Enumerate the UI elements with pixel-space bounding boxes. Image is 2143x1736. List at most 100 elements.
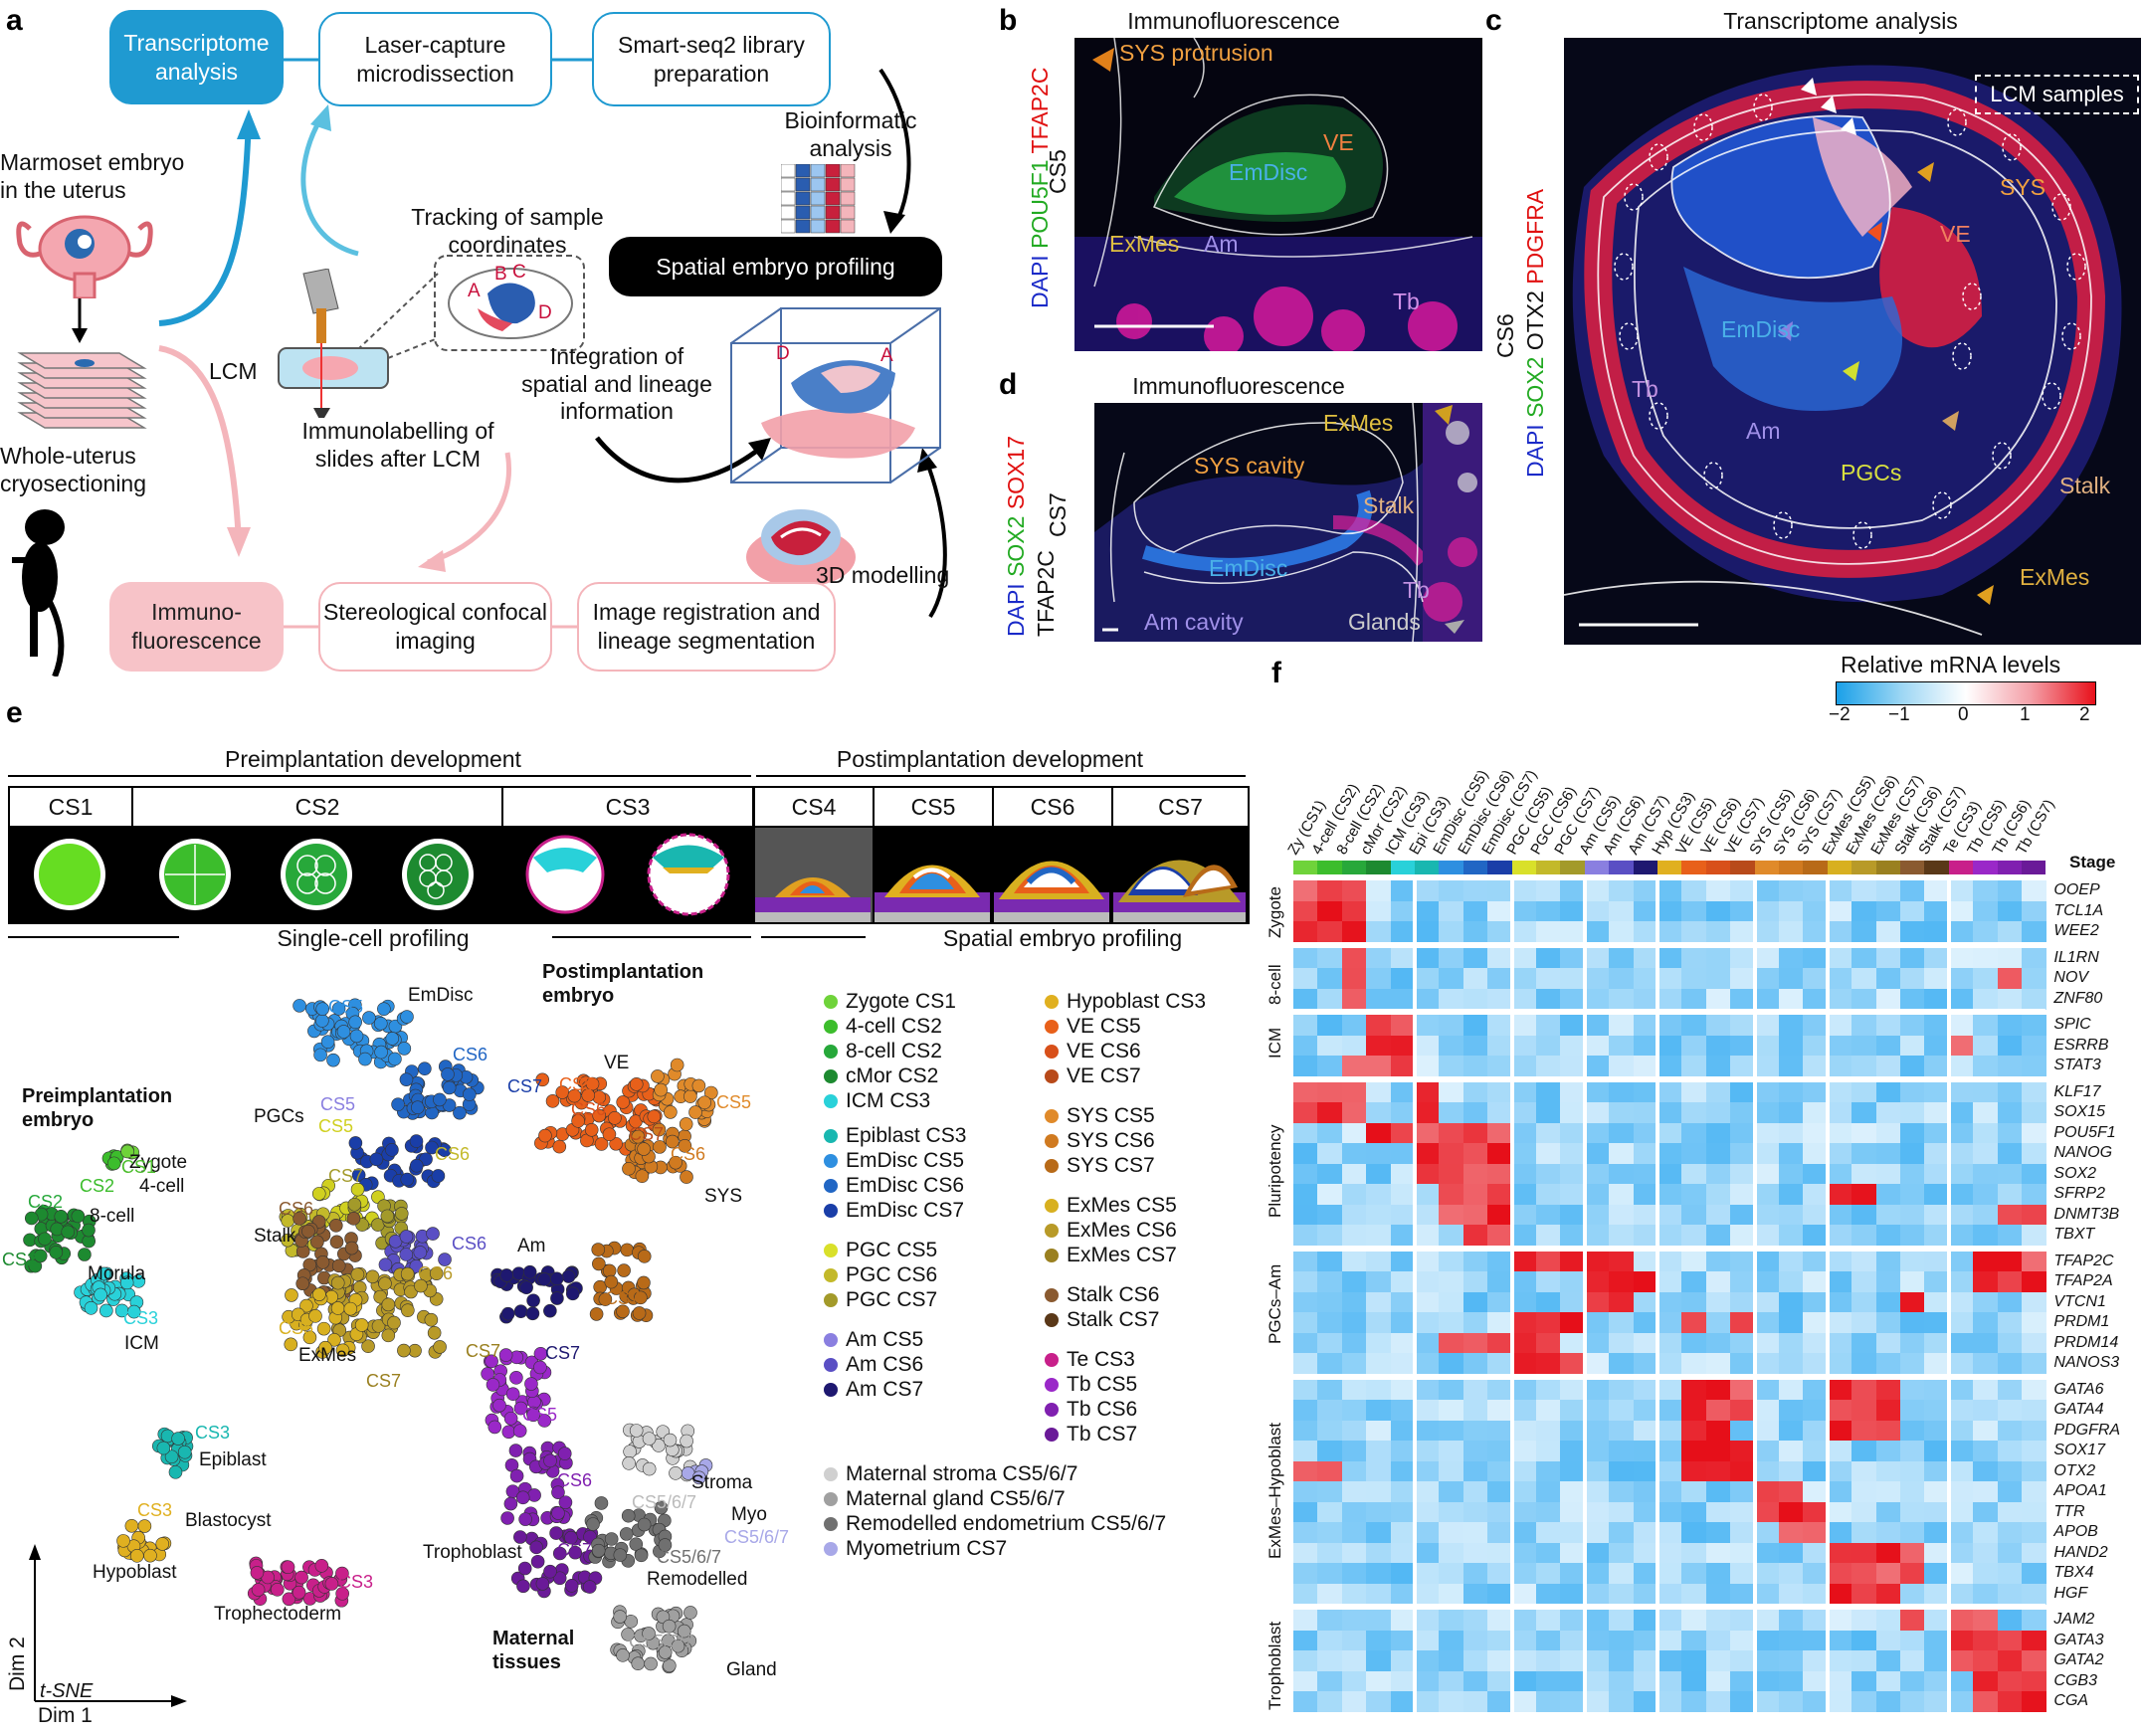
tsne-point (683, 1089, 697, 1103)
bio-cell (795, 164, 811, 178)
heatmap-cell (1754, 1312, 1780, 1333)
heatmap-cell (1997, 1143, 2023, 1164)
heatmap-cell (1609, 1460, 1635, 1482)
heatmap-cell (1390, 1400, 1416, 1421)
heatmap-cell (1924, 1501, 1950, 1523)
heatmap-cell (1730, 1184, 1756, 1205)
tsne-point (429, 1266, 444, 1280)
heatmap-cell (1536, 1204, 1561, 1226)
bio-cell (840, 219, 856, 234)
heatmap-cell (1584, 1650, 1610, 1671)
tsne-point (537, 1414, 552, 1428)
heatmap-cell (1730, 988, 1756, 1010)
legend-item: SYS CS7 (1045, 1154, 1155, 1178)
heatmap-cell (1633, 988, 1658, 1010)
heatmap-cell (1511, 968, 1537, 989)
heatmap-cell (1439, 1522, 1464, 1543)
heatmap-cell (1609, 1501, 1635, 1523)
bio-cell (840, 191, 856, 206)
b-tb: Tb (1393, 289, 1420, 314)
legend-item: cMor CS2 (824, 1064, 938, 1088)
tsne-maternal-title: Maternal tissues (492, 1628, 575, 1673)
heatmap-cell (1681, 1081, 1707, 1103)
legend-item: ExMes CS7 (1045, 1244, 1177, 1267)
tsne-point (292, 999, 306, 1013)
legend-dot-icon (1045, 1353, 1059, 1367)
tsne-point (535, 1577, 550, 1591)
heatmap-cell (1536, 1522, 1561, 1543)
heatmap-cell (1924, 1542, 1950, 1564)
tag-cs567-remod: CS5/6/7 (657, 1547, 722, 1567)
heatmap-cell (1317, 1102, 1343, 1123)
heatmap-cell (1293, 1056, 1318, 1076)
heatmap-cell (1366, 1650, 1392, 1671)
legend-label: Tb CS6 (1067, 1398, 1138, 1421)
tsne-point (453, 1105, 467, 1120)
heatmap-cell (1390, 1501, 1416, 1523)
heatmap-cell (1462, 1630, 1488, 1651)
heatmap-cell (1536, 1460, 1561, 1482)
heatmap-cell (1973, 1102, 1999, 1123)
heatmap-cell (1681, 1691, 1707, 1712)
heatmap-cell (1536, 968, 1561, 989)
tsne-point (387, 1315, 401, 1330)
heatmap-cell (1875, 1441, 1901, 1461)
panel-letter-b: b (999, 4, 1018, 37)
heatmap-cell (1851, 1522, 1877, 1543)
heatmap-cell (1584, 1441, 1610, 1461)
heatmap-cell (1681, 1542, 1707, 1564)
tsne-point (335, 1343, 350, 1358)
tsne-point (522, 1264, 537, 1279)
heatmap-gene-label: CGA (2053, 1692, 2089, 1709)
heatmap-cell (2022, 1143, 2046, 1164)
bio-cell (795, 177, 811, 192)
heatmap-cell (2022, 1379, 2046, 1401)
heatmap-cell (1390, 1691, 1416, 1712)
tsne-point (543, 1564, 557, 1579)
tsne-point (38, 1232, 52, 1247)
heatmap-cell (1293, 1122, 1318, 1144)
heatmap-cell (1415, 1691, 1440, 1712)
heatmap-cell (1779, 1610, 1804, 1631)
heatmap-cell (1366, 1081, 1392, 1103)
heatmap-cell (1293, 1481, 1318, 1502)
heatmap-cell (1293, 1583, 1318, 1605)
heatmap-cell (1948, 921, 1974, 942)
tsne-point (315, 1014, 329, 1028)
heatmap-cell (1341, 1081, 1367, 1103)
tsne-point (543, 1453, 557, 1468)
heatmap-cell (1487, 1204, 1513, 1226)
heatmap-cell (1973, 1481, 1999, 1502)
heatmap-cell (1536, 1420, 1561, 1442)
dim2-label: Dim 2 (6, 1637, 29, 1691)
heatmap-cell (1875, 1271, 1901, 1292)
heatmap-cell (1827, 1630, 1852, 1651)
heatmap-cell (1584, 988, 1610, 1010)
heatmap-cell (1317, 1630, 1343, 1651)
heatmap-cell (1900, 900, 1925, 922)
tsne-point (549, 1526, 563, 1540)
lcm-label: LCM (209, 358, 258, 384)
tsne-point (409, 1259, 424, 1273)
heatmap-cell (1705, 1204, 1731, 1226)
stage-lines (8, 775, 1246, 938)
heatmap-cell (1317, 921, 1343, 942)
heatmap-cell (1973, 1312, 1999, 1333)
heatmap-cell (1293, 1184, 1318, 1205)
heatmap-cell (1536, 988, 1561, 1010)
heatmap-gene-label: ZNF80 (2053, 989, 2103, 1007)
tsne-point (525, 1306, 540, 1321)
heatmap-cell (1536, 1332, 1561, 1354)
heatmap-cell (1341, 1610, 1367, 1631)
heatmap-cell (1462, 1102, 1488, 1123)
heatmap-cell (1875, 1400, 1901, 1421)
tsne-stroma: Stroma (691, 1472, 753, 1493)
heatmap-cell (1657, 1481, 1682, 1502)
heatmap-cell (1997, 1420, 2023, 1442)
tsne-point (508, 1444, 523, 1457)
heatmap-cell (1730, 1056, 1756, 1076)
heatmap-cell (1584, 1184, 1610, 1205)
heatmap-cell (1293, 900, 1318, 922)
tsne-point (397, 1343, 411, 1358)
legend-dot-icon (824, 1467, 838, 1481)
